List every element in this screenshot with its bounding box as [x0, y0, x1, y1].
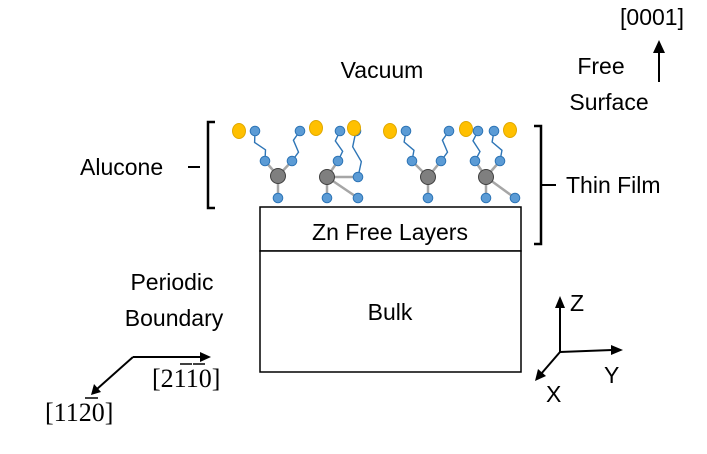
- end-group-atom: [459, 121, 473, 137]
- end-group-atom: [309, 120, 323, 136]
- oxygen-atom: [286, 155, 298, 167]
- zn-free-layers-box: [259, 206, 522, 252]
- free-label: Free: [577, 53, 624, 79]
- direction-1120-label: [1120]: [45, 397, 113, 427]
- zn-free-layers-label: Zn Free Layers: [312, 219, 468, 245]
- chain-bond: [472, 130, 481, 162]
- aluminum-atom: [478, 169, 494, 185]
- end-group-atom: [347, 120, 361, 136]
- surface-label: Surface: [569, 89, 648, 115]
- oxygen-atom: [480, 192, 492, 204]
- y-axis-line: [559, 349, 613, 353]
- oxygen-atom: [406, 155, 418, 167]
- direction-1120-arrow-shaft: [96, 356, 134, 390]
- alucone-label: Alucone: [80, 154, 163, 180]
- oxygen-atom: [494, 155, 506, 167]
- oxygen-atom: [294, 125, 306, 137]
- svg-text:[2110]: [2110]: [152, 364, 220, 393]
- bulk-box: [259, 250, 522, 373]
- axis-y-label: Y: [604, 362, 619, 388]
- oxygen-atom: [469, 155, 481, 167]
- x-axis-head: [535, 369, 546, 381]
- bulk-label: Bulk: [368, 299, 413, 325]
- axis-z-label: Z: [570, 290, 584, 316]
- chain-bond: [440, 130, 450, 162]
- oxygen-atom: [272, 192, 284, 204]
- periodic-label: Periodic: [130, 269, 213, 295]
- thin-film-label: Thin Film: [566, 172, 661, 198]
- z-axis-head: [555, 296, 565, 308]
- end-group-atom: [232, 123, 246, 139]
- oxygen-atom: [509, 192, 521, 204]
- alucone-bracket: [206, 120, 215, 210]
- alucone-molecules: [232, 120, 521, 204]
- boundary-label: Boundary: [125, 305, 224, 331]
- oxygen-atom: [352, 171, 364, 183]
- axis-x-label: X: [546, 381, 561, 407]
- x-axis-line: [540, 351, 561, 375]
- direction-2110-arrow-head: [200, 352, 211, 362]
- chain-bond: [253, 130, 267, 162]
- aluminum-atom: [270, 168, 286, 184]
- direction-0001-label: [0001]: [620, 4, 684, 30]
- oxygen-atom: [488, 125, 500, 137]
- direction-2110-label: [2110]: [152, 363, 220, 393]
- aluminum-atom: [420, 169, 436, 185]
- oxygen-atom: [443, 125, 455, 137]
- oxygen-atom: [334, 125, 346, 137]
- chain-bond: [351, 130, 363, 178]
- oxygen-atom: [422, 192, 434, 204]
- direction-1120-arrow-head: [91, 384, 101, 395]
- surface-normal-arrow-head: [653, 40, 665, 53]
- chain-bond: [334, 130, 344, 162]
- y-axis-head: [611, 345, 623, 355]
- oxygen-atom: [472, 125, 484, 137]
- oxygen-atom: [259, 155, 271, 167]
- svg-text:[1120]: [1120]: [45, 398, 113, 427]
- oxygen-atom: [332, 155, 344, 167]
- end-group-atom: [503, 122, 517, 138]
- lattice-axes: [91, 352, 211, 395]
- aluminum-atom: [319, 169, 335, 185]
- oxygen-atom: [352, 192, 364, 204]
- vacuum-label: Vacuum: [341, 57, 424, 83]
- thin-film-bracket: [534, 124, 543, 246]
- oxygen-atom: [249, 125, 261, 137]
- end-group-atom: [383, 123, 397, 139]
- chain-bond: [403, 130, 415, 162]
- xyz-axes: [535, 296, 623, 381]
- oxygen-atom: [435, 155, 447, 167]
- oxygen-atom: [321, 192, 333, 204]
- chain-bond: [291, 130, 301, 162]
- chain-bond: [491, 130, 503, 162]
- oxygen-atom: [400, 125, 412, 137]
